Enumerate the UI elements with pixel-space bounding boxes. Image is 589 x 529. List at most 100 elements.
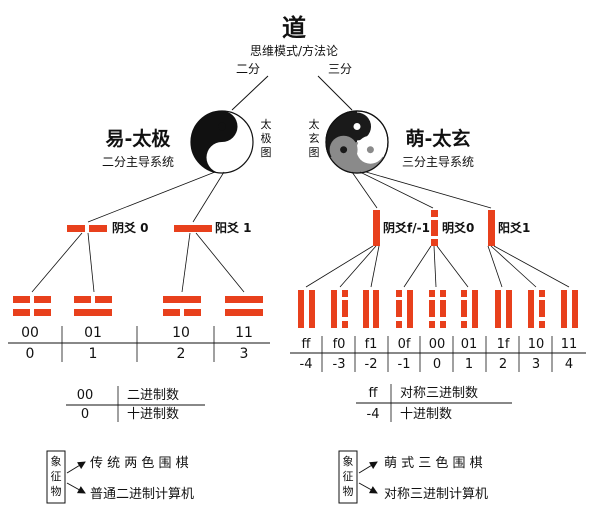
right-legend-code-desc: 对称三进制数 bbox=[400, 386, 478, 401]
right-yin-yao-label: 阴爻f/-1 bbox=[383, 220, 430, 235]
connectors-yao-to-trigrams bbox=[305, 245, 570, 288]
left-system-name: 易-太极 bbox=[106, 127, 172, 150]
taiji-label-2: 极 bbox=[261, 131, 272, 145]
connector-taixuan-yang bbox=[365, 171, 492, 209]
left-symbol-item-1: 传 统 两 色 围 棋 bbox=[90, 455, 189, 471]
connector-taiji-yang bbox=[192, 171, 225, 223]
connector-taiji-yin bbox=[87, 171, 216, 223]
right-branch-label: 三分 bbox=[328, 62, 352, 76]
connector-yang-10 bbox=[181, 232, 191, 293]
left-symbols-title-3: 物 bbox=[51, 484, 62, 498]
connector-taixuan-ming bbox=[359, 171, 434, 209]
right-legend: ff 对称三进制数 -4 十进制数 bbox=[356, 384, 512, 422]
connector-top-left bbox=[231, 75, 269, 111]
connector-yin-01 bbox=[87, 232, 95, 293]
right-code: 00 bbox=[429, 337, 446, 352]
taiji-label-3: 图 bbox=[261, 146, 272, 159]
ternary-1f bbox=[495, 290, 512, 328]
right-code: 11 bbox=[561, 337, 578, 352]
taiji-icon bbox=[190, 110, 254, 174]
left-symbols-title-1: 象 bbox=[51, 455, 62, 468]
left-branch-label: 二分 bbox=[236, 62, 260, 76]
yin-yao-label: 阴爻 0 bbox=[112, 220, 149, 235]
left-legend-dec: 0 bbox=[81, 407, 89, 422]
right-decimal: -2 bbox=[365, 357, 378, 372]
right-symbols-title-3: 物 bbox=[343, 484, 354, 498]
right-symbol-item-2: 对称三进制计算机 bbox=[384, 487, 488, 502]
taixuan-label-3: 图 bbox=[309, 146, 320, 159]
connector-taixuan-yin bbox=[351, 171, 378, 209]
right-decimal: 2 bbox=[499, 357, 507, 372]
left-legend-code: 00 bbox=[77, 388, 94, 403]
ternary-f1 bbox=[363, 290, 379, 328]
left-symbol-item-2: 普通二进制计算机 bbox=[90, 487, 194, 502]
right-legend-code: ff bbox=[369, 386, 379, 401]
left-system-desc: 二分主导系统 bbox=[102, 155, 174, 169]
yang-yao-vertical bbox=[488, 210, 495, 246]
right-symbol-item-1: 萌 式 三 色 围 棋 bbox=[384, 455, 483, 471]
yang-yao-label: 阳爻 1 bbox=[215, 220, 252, 235]
ming-yao-vertical bbox=[431, 210, 438, 246]
right-symbols-box: 象 征 物 萌 式 三 色 围 棋 对称三进制计算机 bbox=[338, 450, 488, 504]
right-decimal: -4 bbox=[300, 357, 313, 372]
connector-yin-00 bbox=[31, 232, 83, 293]
left-code: 11 bbox=[235, 325, 253, 341]
left-decimal: 1 bbox=[89, 346, 98, 362]
right-system-name: 萌-太玄 bbox=[406, 127, 471, 150]
yin-yao-symbol bbox=[67, 225, 107, 232]
left-decimal: 3 bbox=[240, 346, 249, 362]
connector-yang-11 bbox=[195, 232, 245, 293]
right-yang-yao-label: 阳爻1 bbox=[498, 220, 530, 235]
right-legend-dec-desc: 十进制数 bbox=[400, 407, 452, 422]
right-code: ff bbox=[302, 337, 312, 352]
ming-yao-label: 明爻0 bbox=[442, 220, 474, 235]
right-code: 01 bbox=[461, 337, 478, 352]
right-symbols-title-1: 象 bbox=[343, 455, 354, 468]
top-subtitle: 思维模式/方法论 bbox=[250, 43, 338, 58]
right-code: f0 bbox=[333, 337, 346, 352]
right-decimal: -3 bbox=[333, 357, 346, 372]
right-system-desc: 三分主导系统 bbox=[402, 155, 474, 169]
right-legend-dec: -4 bbox=[367, 407, 380, 422]
left-code: 10 bbox=[172, 325, 190, 341]
yang-yao-symbol bbox=[174, 225, 212, 232]
left-legend: 00 二进制数 0 十进制数 bbox=[66, 386, 205, 422]
right-decimal: 4 bbox=[565, 357, 573, 372]
left-code: 01 bbox=[84, 325, 102, 341]
ternary-f0 bbox=[331, 290, 348, 328]
right-code: 0f bbox=[398, 337, 411, 352]
top-title: 道 bbox=[282, 14, 306, 42]
taixuan-label-2: 玄 bbox=[309, 131, 320, 145]
ternary-01 bbox=[461, 290, 478, 328]
left-legend-dec-desc: 十进制数 bbox=[127, 407, 179, 422]
digram-00 bbox=[13, 296, 51, 316]
digram-11 bbox=[225, 296, 263, 316]
digram-10 bbox=[163, 296, 201, 316]
right-decimal: 1 bbox=[465, 357, 473, 372]
ternary-0f bbox=[396, 290, 413, 328]
right-code: 1f bbox=[497, 337, 510, 352]
ternary-ff bbox=[298, 290, 315, 328]
right-code-table: ff f0 f1 0f 00 01 1f 10 11 -4 -3 -2 -1 0… bbox=[290, 336, 586, 372]
left-code: 00 bbox=[21, 325, 39, 341]
left-code-table: 00 01 10 11 0 1 2 3 bbox=[8, 325, 270, 362]
ternary-00 bbox=[429, 290, 446, 328]
taixuan-icon bbox=[325, 110, 389, 174]
left-symbols-box: 象 征 物 传 统 两 色 围 棋 普通二进制计算机 bbox=[46, 450, 194, 504]
left-symbols-title-2: 征 bbox=[51, 470, 62, 483]
left-legend-code-desc: 二进制数 bbox=[127, 388, 179, 403]
taixuan-label-1: 太 bbox=[309, 118, 320, 131]
right-decimal: 0 bbox=[433, 357, 441, 372]
yin-yao-vertical bbox=[373, 210, 380, 246]
taiji-label-1: 太 bbox=[261, 118, 272, 131]
left-decimal: 2 bbox=[177, 346, 186, 362]
digram-01 bbox=[74, 296, 112, 316]
ternary-11 bbox=[561, 290, 578, 328]
ternary-10 bbox=[528, 290, 545, 328]
right-decimal: 3 bbox=[532, 357, 540, 372]
connector-top-right bbox=[317, 75, 353, 111]
left-decimal: 0 bbox=[26, 346, 35, 362]
right-code: 10 bbox=[528, 337, 545, 352]
right-decimal: -1 bbox=[398, 357, 411, 372]
